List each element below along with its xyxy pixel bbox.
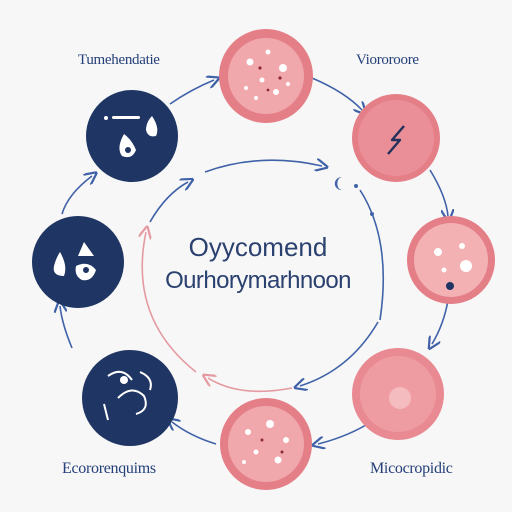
inner-arc-upper-left	[149, 182, 188, 223]
node-lower-right	[352, 348, 444, 440]
inner-arc-left	[142, 232, 197, 373]
node-upper-left	[86, 90, 178, 182]
corner-label-bottom-left: Ecororenquims	[62, 460, 156, 477]
arrow-bottom-to-lower-left	[172, 422, 217, 445]
inner-arc-right	[359, 189, 385, 321]
arrow-right-to-lower-right	[432, 299, 449, 344]
droplet-icon	[104, 116, 158, 158]
inner-arc-lower-right	[300, 321, 379, 386]
center-title-line-2: Ourhorymarhnoon	[165, 267, 351, 294]
node-right	[407, 216, 495, 304]
arrow-left-to-upper-left	[61, 176, 92, 215]
inner-arc-top	[204, 160, 322, 173]
arrow-top-to-upper-right	[311, 77, 362, 110]
corner-label-bottom-right: Micocropidic	[370, 460, 453, 477]
inner-arrow-glyph: ❨	[332, 176, 344, 192]
droplet-face-icon	[53, 242, 96, 281]
inner-dot	[354, 184, 358, 188]
arrow-upper-left-to-top	[169, 80, 214, 105]
swirl-icon	[103, 370, 152, 421]
dotted-cell-icon	[244, 49, 290, 100]
inner-dot	[370, 212, 374, 216]
node-left	[32, 216, 124, 308]
node-bottom	[220, 398, 312, 490]
node-upper-right	[352, 94, 440, 182]
lightning-icon	[387, 125, 405, 155]
arrow-lower-left-to-left	[60, 306, 73, 349]
corner-label-top-left: Tumehendatie	[78, 52, 160, 68]
corner-label-top-right: Viororoore	[356, 52, 419, 68]
blank-cell-icon	[389, 387, 411, 409]
inner-arc-bottom	[208, 378, 293, 393]
inner-cycle: ❨	[142, 160, 385, 393]
arrow-upper-right-to-right	[429, 169, 448, 216]
center-title-line-1: Oyycomend	[188, 232, 328, 262]
spotted-cell-icon	[434, 243, 472, 273]
node-lower-left	[82, 350, 178, 446]
node-top	[219, 29, 313, 123]
dotted-cell-icon	[242, 420, 289, 464]
